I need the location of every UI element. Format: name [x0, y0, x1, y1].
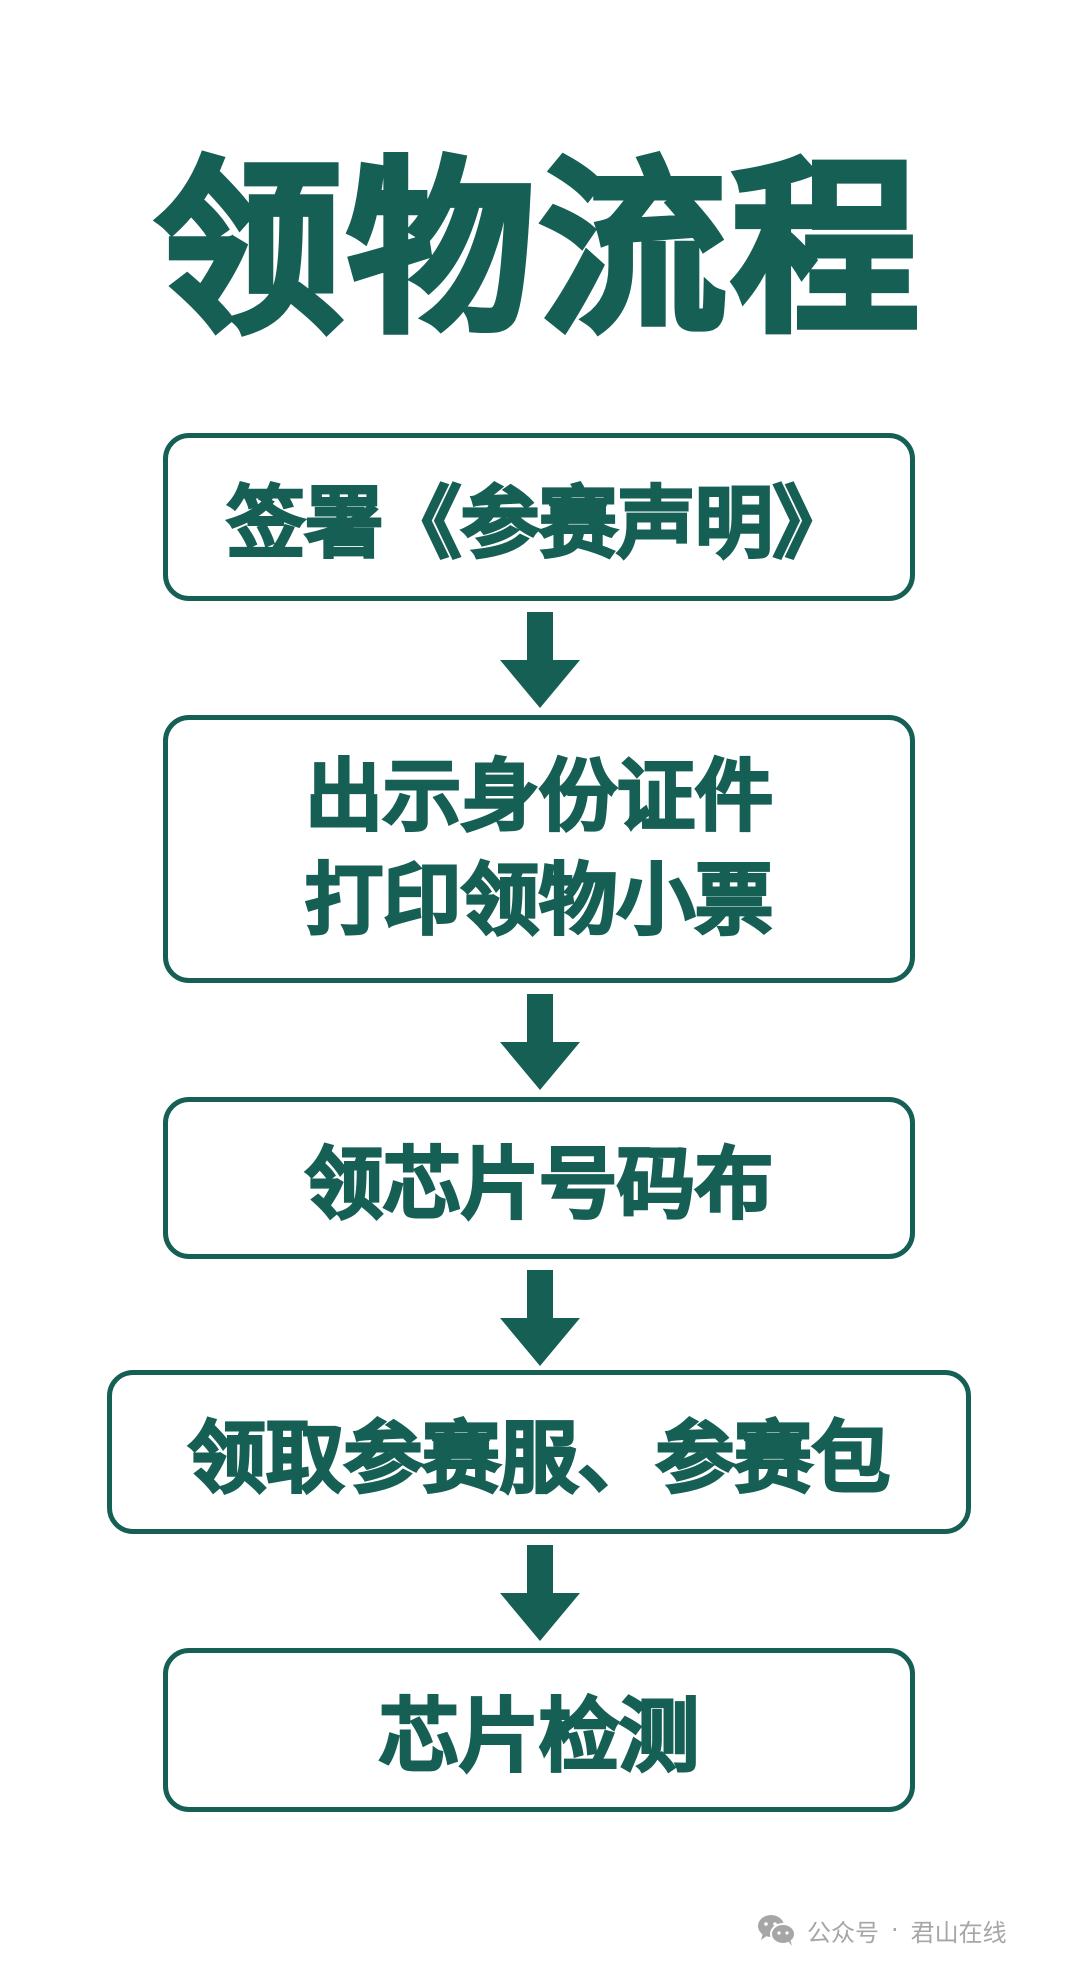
step-label-line-2: 打印领物小票 [304, 855, 775, 948]
watermark-separator: · [891, 1916, 899, 1944]
down-arrow-icon [500, 994, 580, 1092]
watermark: 公众号 · 君山在线 [757, 1910, 1007, 1950]
step-sign-declaration: 签署《参赛声明》 [163, 433, 915, 601]
step-label: 签署《参赛声明》 [226, 478, 853, 571]
step-collect-chip-bib: 领芯片号码布 [163, 1097, 915, 1259]
page-title: 领物流程 [153, 138, 924, 361]
step-label: 芯片检测 [378, 1689, 701, 1785]
watermark-account: 君山在线 [910, 1918, 1007, 1947]
wechat-icon [758, 1915, 796, 1946]
step-label-line-1: 出示身份证件 [304, 751, 775, 844]
step-collect-shirt-bag: 领取参赛服、参赛包 [107, 1370, 971, 1534]
step-label: 领芯片号码布 [304, 1139, 775, 1232]
down-arrow-icon [500, 612, 580, 710]
down-arrow-icon [500, 1545, 580, 1643]
watermark-label: 公众号 [807, 1918, 879, 1947]
step-chip-check: 芯片检测 [163, 1648, 915, 1812]
down-arrow-icon [500, 1270, 580, 1368]
step-label: 领取参赛服、参赛包 [187, 1413, 892, 1506]
step-show-id-print-ticket: 出示身份证件 打印领物小票 [163, 715, 915, 983]
